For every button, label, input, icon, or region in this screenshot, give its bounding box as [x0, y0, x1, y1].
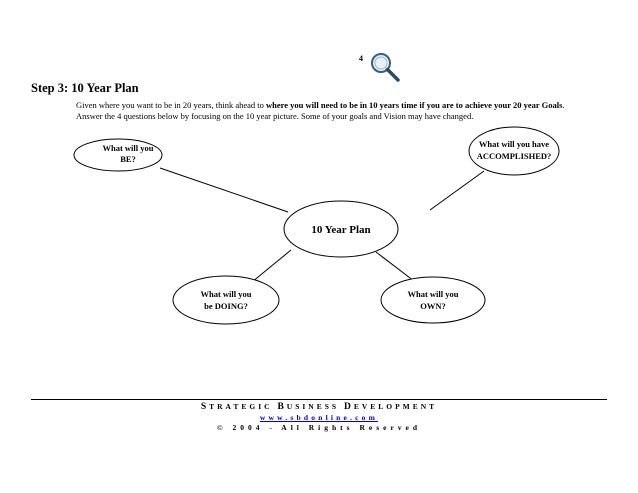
svg-text:BE?: BE? — [120, 154, 136, 164]
intro-line-2: Answer the 4 questions below by focusing… — [76, 111, 474, 121]
intro-emphasis: where you will need to be in 10 years ti… — [266, 100, 563, 110]
company-name: STRATEGIC BUSINESS DEVELOPMENT — [200, 402, 438, 412]
magnifier-icon — [371, 53, 400, 82]
intro-text: Given where you want to be in 20 years, … — [76, 100, 616, 122]
footer: STRATEGIC BUSINESS DEVELOPMENT www.sbdon… — [0, 402, 638, 432]
connector-own — [375, 251, 415, 282]
website-link[interactable]: www.sbdonline.com — [259, 413, 379, 422]
svg-text:What will you have: What will you have — [479, 139, 549, 149]
node-own: What will you OWN? — [380, 276, 486, 324]
page-title: Step 3: 10 Year Plan — [31, 81, 139, 95]
svg-text:What will you: What will you — [102, 143, 153, 153]
intro-line-1: Given where you want to be in 20 years, … — [76, 100, 565, 110]
node-be: What will you BE? — [73, 138, 163, 172]
node-doing: What will you be DOING? — [172, 275, 280, 325]
connector-be — [159, 167, 289, 213]
connector-doing — [251, 249, 292, 283]
copyright-text: © 2004 - All Rights Reserved — [216, 423, 422, 432]
svg-text:OWN?: OWN? — [420, 301, 446, 311]
page-number: 4 — [359, 54, 363, 63]
svg-text:ACCOMPLISHED?: ACCOMPLISHED? — [477, 151, 552, 161]
svg-text:What will you: What will you — [200, 289, 251, 299]
svg-text:What will you: What will you — [407, 289, 458, 299]
node-center: 10 Year Plan — [283, 200, 399, 258]
connector-accomplished — [429, 170, 485, 211]
svg-text:be DOING?: be DOING? — [204, 301, 248, 311]
node-accomplished: What will you have ACCOMPLISHED? — [468, 126, 560, 176]
svg-text:10 Year Plan: 10 Year Plan — [311, 224, 370, 236]
footer-divider — [31, 399, 607, 400]
